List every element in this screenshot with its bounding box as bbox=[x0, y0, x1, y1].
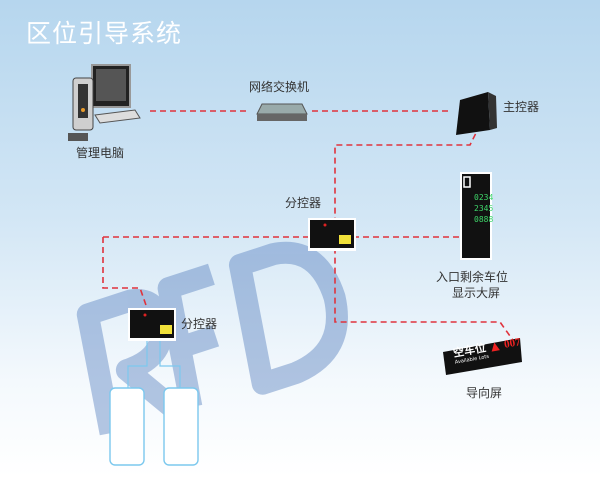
entrance-display-label-2: 显示大屏 bbox=[452, 286, 501, 300]
main-controller-label: 主控器 bbox=[503, 100, 540, 114]
sub-controller-1-icon bbox=[308, 218, 356, 251]
main-controller-icon bbox=[456, 92, 497, 135]
entrance-display-label-1: 入口剩余车位 bbox=[436, 270, 509, 284]
pc-label: 管理电脑 bbox=[76, 146, 125, 160]
display-digits-1: 0234 bbox=[474, 193, 494, 202]
switch-icon bbox=[256, 103, 308, 121]
sub-controller-1-label: 分控器 bbox=[285, 196, 322, 210]
sensor-1 bbox=[109, 387, 145, 466]
display-digits-2: 2345 bbox=[474, 204, 494, 213]
pc-icon bbox=[68, 64, 141, 141]
sensor-2 bbox=[163, 387, 199, 466]
arrow-up-icon: ▲ bbox=[489, 338, 501, 354]
sub-controller-2-label: 分控器 bbox=[181, 317, 218, 331]
parking-p-icon bbox=[463, 176, 471, 188]
page-title: 区位引导系统 bbox=[26, 19, 183, 48]
link-bus-sub2 bbox=[102, 237, 148, 309]
guide-screen-icon bbox=[443, 338, 522, 375]
switch-label: 网络交换机 bbox=[249, 80, 310, 94]
display-digits-3: 0888 bbox=[474, 215, 494, 224]
sensor-links bbox=[127, 340, 181, 388]
entrance-display-icon bbox=[460, 172, 492, 260]
sensors bbox=[109, 387, 199, 466]
guide-screen-label: 导向屏 bbox=[466, 386, 503, 400]
sub-controller-2-icon bbox=[128, 308, 176, 341]
